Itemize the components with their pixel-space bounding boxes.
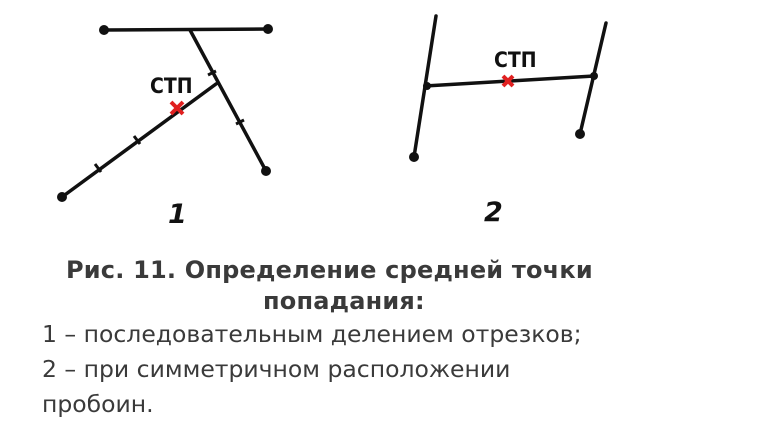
- hole-point: [263, 24, 273, 34]
- figure-number: 1: [168, 199, 187, 230]
- caption-item-1: 1 – последовательным делением отрезков;: [42, 320, 582, 348]
- caption-title-continued: попадания:: [263, 287, 425, 315]
- caption-item-2: 2 – при симметричном расположении: [42, 355, 511, 383]
- figure-number: 2: [484, 197, 503, 228]
- tick-mark: [207, 69, 217, 77]
- hole-point: [423, 82, 431, 90]
- hole-point: [409, 152, 419, 162]
- hole-point: [99, 25, 109, 35]
- hole-point: [575, 129, 585, 139]
- stp-marker: [501, 74, 515, 88]
- tick-mark: [132, 135, 142, 145]
- diagram-1: СТП 1: [57, 24, 273, 230]
- stp-marker: [169, 100, 185, 116]
- stp-label: СТП: [494, 48, 537, 72]
- segment-top: [102, 27, 270, 32]
- caption-item-2-continued: пробоин.: [42, 390, 154, 418]
- stp-label: СТП: [150, 74, 193, 98]
- segment-diagonal: [188, 28, 268, 173]
- hole-point: [590, 72, 598, 80]
- diagram-2: СТП 2: [409, 14, 608, 228]
- hole-point: [261, 166, 271, 176]
- caption-title: Рис. 11. Определение средней точки: [66, 256, 593, 284]
- tick-mark: [93, 163, 103, 173]
- hole-point: [57, 192, 67, 202]
- tick-mark: [235, 118, 245, 126]
